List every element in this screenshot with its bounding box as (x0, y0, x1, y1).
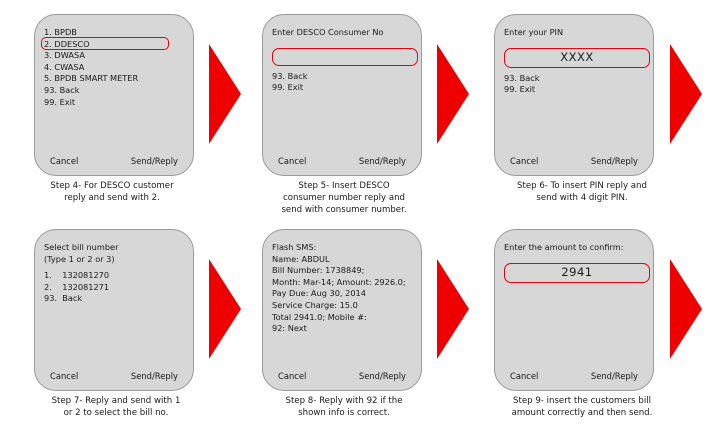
step-caption-step6: Step 6- To insert PIN reply and send wit… (517, 181, 647, 203)
phone-screen-step8: Flash SMS: Name: ABDUL Bill Number: 1738… (262, 229, 422, 391)
menu-item-bpdb[interactable]: 1. BPDB (44, 27, 77, 37)
flow-arrow-icon (435, 257, 469, 361)
sms-line-total-mobile: Total 2941.0; Mobile #: (272, 311, 367, 322)
screen-content-step5: Enter DESCO Consumer No 93. Back 99. Exi… (272, 27, 418, 145)
screen-content-step9: Enter the amount to confirm: 2941 (504, 242, 650, 360)
cancel-button[interactable]: Cancel (510, 156, 539, 166)
send-reply-button[interactable]: Send/Reply (358, 371, 406, 381)
phone-screen-step4: 1. BPDB 2. DDESCO 3. DWASA 4. CWASA 5. B… (34, 14, 194, 176)
menu-item-back[interactable]: 93. Back (44, 293, 83, 304)
softkey-bar-step7: Cancel Send/Reply (44, 371, 184, 381)
bill-option-1[interactable]: 1. 132081270 (44, 270, 110, 281)
pin-input[interactable]: XXXX (504, 47, 650, 68)
sms-line-pay-due: Pay Due: Aug 30, 2014 (272, 288, 366, 299)
screen-prompt-step9: Enter the amount to confirm: (504, 242, 624, 252)
cancel-button[interactable]: Cancel (278, 156, 307, 166)
menu-item-cwasa[interactable]: 4. CWASA (44, 61, 85, 72)
consumer-number-input[interactable] (272, 47, 418, 66)
flow-arrow-icon (668, 257, 702, 361)
send-reply-button[interactable]: Send/Reply (130, 371, 178, 381)
step-caption-step4: Step 4- For DESCO customer reply and sen… (50, 181, 174, 203)
sms-line-month-amount: Month: Mar-14; Amount: 2926.0; (272, 276, 406, 287)
screen-content-step4: 1. BPDB 2. DDESCO 3. DWASA 4. CWASA 5. B… (41, 27, 184, 145)
menu-item-ddesco[interactable]: 2. DDESCO (44, 38, 90, 49)
menu-item-bpdb-smart-meter[interactable]: 5. BPDB SMART METER (44, 73, 139, 84)
flow-arrow-icon (207, 42, 241, 146)
softkey-bar-step5: Cancel Send/Reply (272, 156, 412, 166)
phone-screen-step7: Select bill number (Type 1 or 2 or 3) 1.… (34, 229, 194, 391)
sms-line-header: Flash SMS: (272, 242, 317, 252)
cancel-button[interactable]: Cancel (50, 371, 79, 381)
phone-screen-step6: Enter your PIN XXXX 93. Back 99. Exit Ca… (494, 14, 654, 176)
menu-item-back[interactable]: 93. Back (272, 70, 308, 81)
cancel-button[interactable]: Cancel (510, 371, 539, 381)
softkey-bar-step4: Cancel Send/Reply (44, 156, 184, 166)
menu-item-exit[interactable]: 99. Exit (44, 96, 76, 107)
menu-item-exit[interactable]: 99. Exit (272, 82, 304, 93)
send-reply-button[interactable]: Send/Reply (590, 156, 638, 166)
screen-prompt-step7: Select bill number (44, 242, 119, 252)
step-caption-step9: Step 9- insert the customers bill amount… (511, 396, 653, 418)
sms-line-service-charge: Service Charge: 15.0 (272, 299, 358, 310)
flow-arrow-icon (668, 42, 702, 146)
screen-prompt-hint-step7: (Type 1 or 2 or 3) (44, 253, 115, 264)
menu-highlight-box (41, 36, 169, 50)
cancel-button[interactable]: Cancel (278, 371, 307, 381)
screen-content-step7: Select bill number (Type 1 or 2 or 3) 1.… (44, 242, 184, 360)
amount-input[interactable]: 2941 (504, 262, 650, 283)
sms-line-name: Name: ABDUL (272, 253, 330, 264)
send-reply-button[interactable]: Send/Reply (358, 156, 406, 166)
step-caption-step5: Step 5- Insert DESCO consumer number rep… (281, 181, 407, 215)
step-caption-step7: Step 7- Reply and send with 1 or 2 to se… (51, 396, 181, 418)
menu-item-back[interactable]: 93. Back (504, 72, 540, 83)
flow-arrow-icon (207, 257, 241, 361)
screen-prompt-step6: Enter your PIN (504, 27, 564, 37)
send-reply-button[interactable]: Send/Reply (590, 371, 638, 381)
step-caption-step8: Step 8- Reply with 92 if the shown info … (285, 396, 403, 418)
cancel-button[interactable]: Cancel (50, 156, 79, 166)
menu-item-exit[interactable]: 99. Exit (504, 84, 536, 95)
screen-content-step6: Enter your PIN XXXX 93. Back 99. Exit (504, 27, 650, 145)
screen-prompt-step5: Enter DESCO Consumer No (272, 27, 384, 37)
menu-item-back[interactable]: 93. Back (44, 84, 80, 95)
flow-arrow-icon (435, 42, 469, 146)
phone-screen-step9: Enter the amount to confirm: 2941 Cancel… (494, 229, 654, 391)
softkey-bar-step6: Cancel Send/Reply (504, 156, 644, 166)
sms-line-bill-number: Bill Number: 1738849; (272, 265, 365, 276)
sms-line-next-option[interactable]: 92: Next (272, 323, 307, 334)
menu-item-dwasa[interactable]: 3. DWASA (44, 50, 85, 61)
phone-screen-step5: Enter DESCO Consumer No 93. Back 99. Exi… (262, 14, 422, 176)
softkey-bar-step9: Cancel Send/Reply (504, 371, 644, 381)
send-reply-button[interactable]: Send/Reply (130, 156, 178, 166)
screen-content-step8: Flash SMS: Name: ABDUL Bill Number: 1738… (272, 242, 412, 360)
bill-option-2[interactable]: 2. 132081271 (44, 281, 110, 292)
softkey-bar-step8: Cancel Send/Reply (272, 371, 412, 381)
